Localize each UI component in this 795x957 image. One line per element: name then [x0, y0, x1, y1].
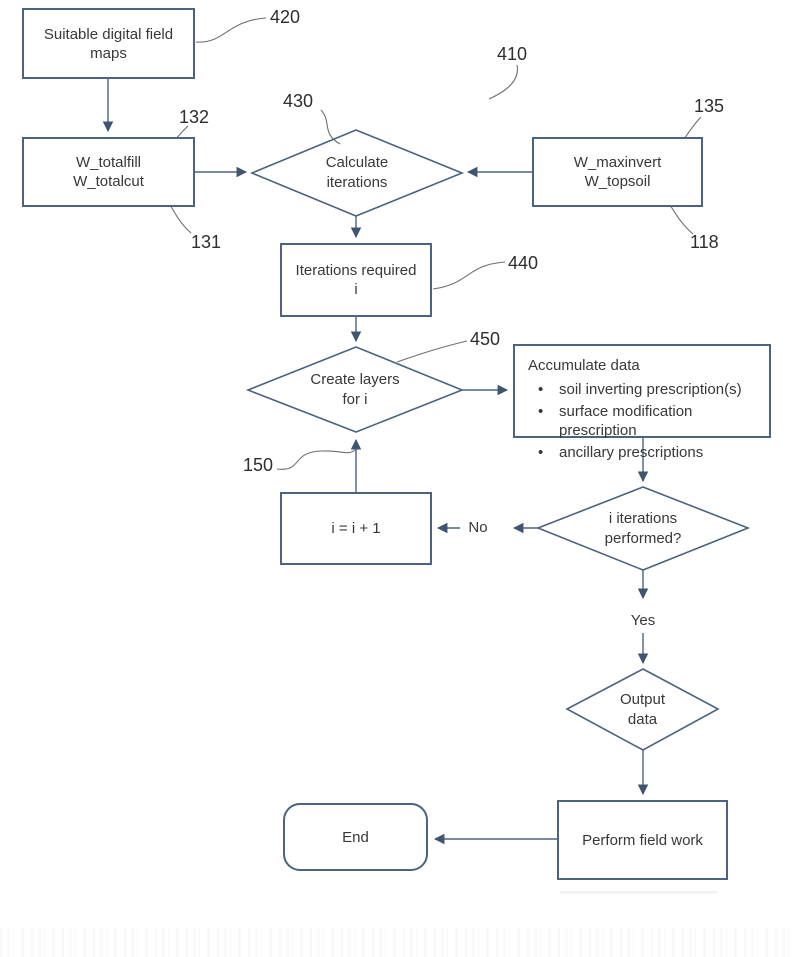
output-data-text: Output data	[567, 669, 718, 750]
ref-410: 410	[497, 44, 528, 64]
calc-iterations-text: Calculate iterations	[252, 130, 462, 216]
ref-132: 132	[179, 107, 210, 127]
edge-label-yes: Yes	[630, 612, 656, 629]
create-layers-text: Create layers for i	[248, 347, 462, 432]
accumulate-bullet-2: surface modification prescription	[528, 402, 769, 440]
weights-left-line2: W_totalcut	[73, 173, 144, 190]
ref-450: 450	[470, 329, 501, 349]
iterations-required-line2: i	[354, 281, 358, 298]
node-suitable-maps-label: Suitable digital field maps	[43, 25, 174, 62]
leader-440	[432, 261, 506, 290]
field-work-label: Perform field work	[582, 831, 703, 849]
node-field-work: Perform field work	[557, 800, 728, 880]
weights-right-line2: W_topsoil	[584, 173, 651, 190]
accumulate-bullet-list: soil inverting prescription(s) surface m…	[528, 377, 769, 462]
leader-150	[276, 449, 356, 470]
scan-artifact-line	[560, 891, 718, 894]
iterations-performed-text: i iterations performed?	[538, 487, 748, 570]
performed-line1: i iterations	[608, 509, 678, 527]
create-layers-line2: for i	[342, 390, 368, 408]
leader-420	[195, 17, 267, 43]
weights-left-line1: W_totalfill	[75, 154, 142, 171]
output-line1: Output	[619, 690, 666, 708]
ref-135: 135	[694, 96, 725, 116]
performed-line2: performed?	[604, 529, 682, 547]
ref-118: 118	[690, 232, 719, 252]
ref-440: 440	[508, 253, 539, 273]
calc-line1: Calculate	[325, 154, 389, 171]
edge-label-no: No	[468, 519, 488, 536]
scan-artifact-strip	[0, 928, 795, 957]
node-end: End	[283, 803, 428, 871]
output-line2: data	[627, 710, 658, 728]
node-iterations-required: Iterations required i	[280, 243, 432, 317]
node-weights-left: W_totalfill W_totalcut	[22, 137, 195, 207]
calc-line2: iterations	[326, 174, 388, 191]
node-weights-right: W_maxinvert W_topsoil	[532, 137, 703, 207]
node-suitable-maps: Suitable digital field maps	[22, 8, 195, 79]
weights-right-line1: W_maxinvert	[573, 154, 662, 171]
node-increment: i = i + 1	[280, 492, 432, 565]
ref-420: 420	[270, 7, 301, 27]
iterations-required-line1: Iterations required	[295, 262, 417, 279]
create-layers-line1: Create layers	[310, 370, 400, 388]
accumulate-bullet-1: soil inverting prescription(s)	[528, 380, 769, 399]
accumulate-title: Accumulate data	[528, 357, 640, 374]
node-accumulate-data: Accumulate data soil inverting prescript…	[513, 344, 771, 462]
leader-410	[488, 64, 518, 100]
ref-131: 131	[191, 232, 222, 252]
ref-430: 430	[283, 91, 314, 111]
accumulate-bullet-3: ancillary prescriptions	[528, 443, 769, 462]
increment-label: i = i + 1	[331, 520, 381, 537]
ref-150: 150	[243, 455, 274, 475]
end-label: End	[342, 828, 369, 846]
